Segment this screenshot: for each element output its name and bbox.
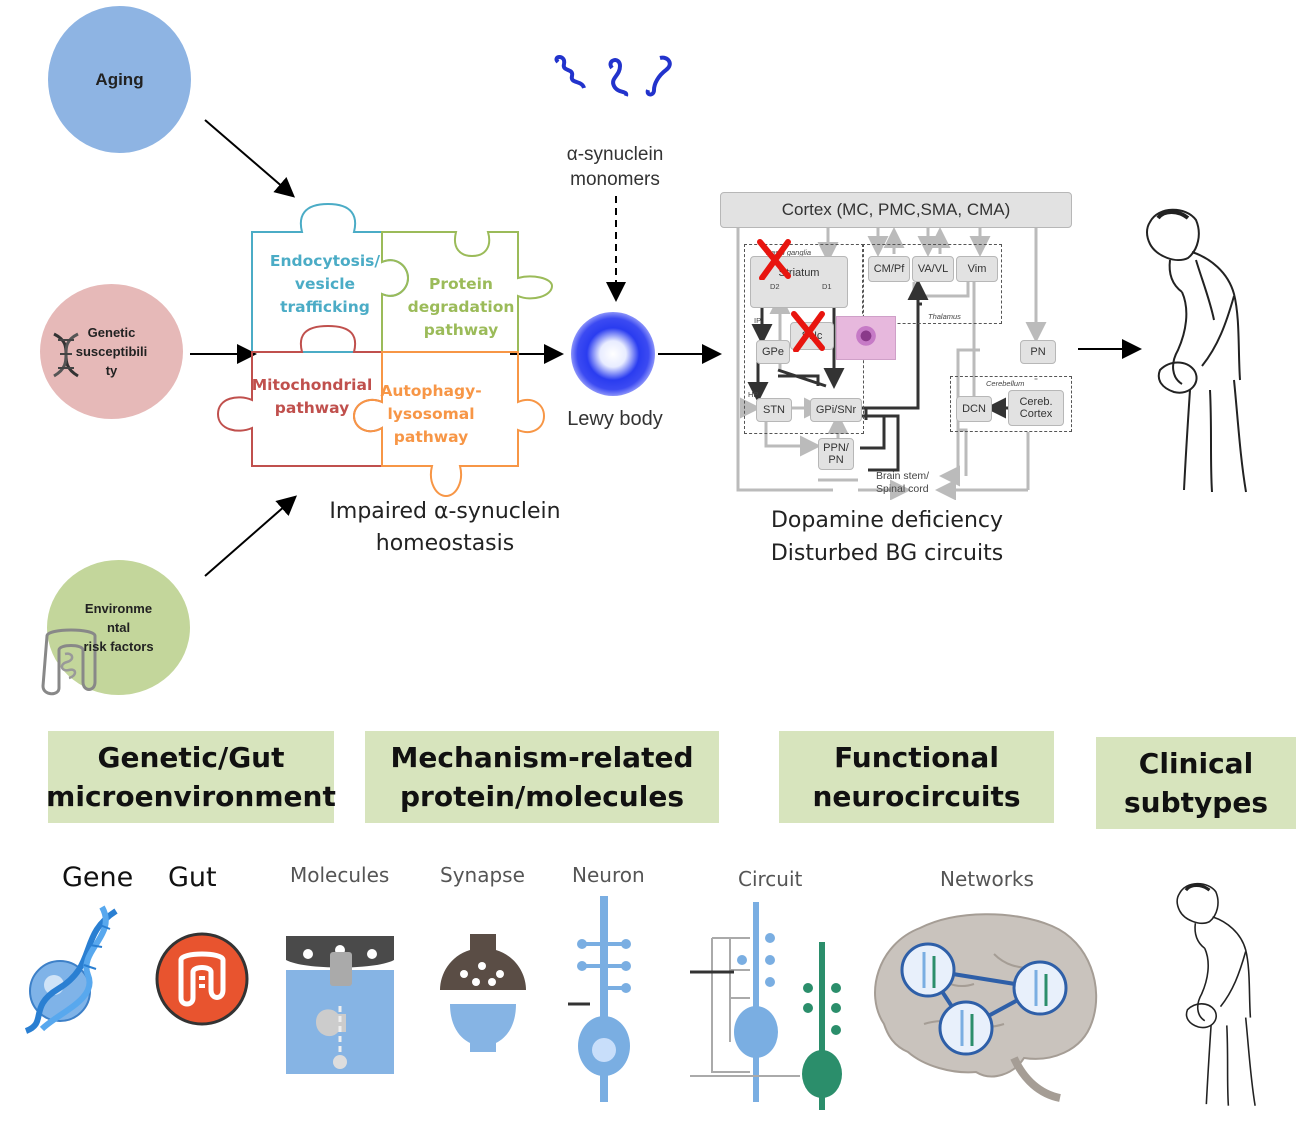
monomers-label: α-synuclein monomers <box>566 144 664 190</box>
ppn-box: PPN/ PN <box>818 438 854 470</box>
cross-mark-icon <box>791 311 825 352</box>
circuit-icon <box>690 902 842 1110</box>
mitochondrial-text: Mitochondrial pathway <box>251 376 373 417</box>
banner-functional: Functional neurocircuits <box>779 731 1054 823</box>
autophagy-text: Autophagy- lysosomal pathway <box>380 382 482 446</box>
networks-label: Networks <box>940 867 1034 891</box>
gut-label: Gut <box>168 862 217 893</box>
hp-label: HP <box>748 390 759 399</box>
puzzle-piece-autophagy <box>352 351 546 498</box>
arrow-environmental <box>204 495 298 577</box>
puzzle-piece-protein <box>381 231 554 353</box>
neuron-label: Neuron <box>572 863 645 887</box>
stn-box: STN <box>756 398 792 422</box>
gut-icon <box>155 932 249 1026</box>
neuron-icon <box>568 896 631 1102</box>
cross-mark-icon <box>757 239 791 280</box>
endocytosis-text: Endocytosis/ vesicle trafficking <box>269 252 381 316</box>
patient-sketch <box>1176 882 1256 1106</box>
thalamus-region <box>862 244 1002 324</box>
banner-mechanism: Mechanism-related protein/molecules <box>365 731 719 823</box>
lewy-body-icon <box>571 312 655 396</box>
ip-label: IP <box>754 316 762 325</box>
cortex-box: Cortex (MC, PMC,SMA, CMA) <box>720 192 1072 228</box>
puzzle-graphic <box>216 202 554 498</box>
genetic-circle: Genetic susceptibili ty <box>40 284 183 419</box>
molecules-icon <box>286 936 394 1074</box>
vim-box: Vim <box>956 256 998 282</box>
connector-arrows <box>190 119 1142 577</box>
banner-clinical: Clinical subtypes <box>1096 737 1296 829</box>
cerebellum-label: Cerebellum <box>986 379 1025 388</box>
dcn-box: DCN <box>956 396 992 422</box>
thalamus-label: Thalamus <box>928 312 961 321</box>
basal-ganglia-label: Basal ganglia <box>766 248 812 257</box>
brainstem-label: Brain stem/ Spinal cord <box>876 470 930 495</box>
environmental-circle: Environme ntal risk factors <box>41 560 190 696</box>
circuit-diagram: Cortex (MC, PMC,SMA, CMA) Basal ganglia … <box>718 190 1078 500</box>
aging-circle: Aging <box>48 6 191 153</box>
dna-icon <box>53 332 79 378</box>
intestine-icon <box>41 628 97 696</box>
protein-text: Protein degradation pathway <box>407 275 515 339</box>
circuit-caption: Dopamine deficiency Disturbed BG circuit… <box>770 508 1004 566</box>
pn-box: PN <box>1020 340 1056 364</box>
gpe-box: GPe <box>756 340 790 364</box>
brain-network-icon <box>874 913 1098 1102</box>
banner-genetic-gut: Genetic/Gut microenvironment <box>46 731 336 823</box>
synapse-icon <box>440 934 526 1052</box>
circuit-label: Circuit <box>738 867 803 891</box>
cereb-cortex-box: Cereb. Cortex <box>1008 390 1064 426</box>
d1-label: D1 <box>822 282 832 291</box>
genetic-label: Genetic susceptibili ty <box>75 325 148 378</box>
aging-label: Aging <box>95 69 144 89</box>
synapse-label: Synapse <box>440 863 525 887</box>
gpi-box: GPi/SNr <box>810 398 862 422</box>
cerebellum-region <box>950 376 1072 432</box>
vavl-box: VA/VL <box>912 256 954 282</box>
cmpf-box: CM/Pf <box>868 256 910 282</box>
histology-image <box>836 316 896 360</box>
arrow-aging <box>204 119 296 198</box>
patient-sketch <box>1146 208 1247 493</box>
monomer-squiggles-icon <box>554 55 672 97</box>
striatum-box: Striatum <box>750 256 848 308</box>
molecules-label: Molecules <box>290 863 390 887</box>
dna-helix-icon <box>24 905 118 1034</box>
circuit-lines <box>736 226 1047 500</box>
lewy-body-label: Lewy body <box>567 408 663 430</box>
gene-label: Gene <box>62 862 134 893</box>
environmental-label: Environme ntal risk factors <box>83 601 154 654</box>
d2-label: D2 <box>770 282 780 291</box>
puzzle-caption: Impaired α-synuclein homeostasis <box>329 499 561 556</box>
